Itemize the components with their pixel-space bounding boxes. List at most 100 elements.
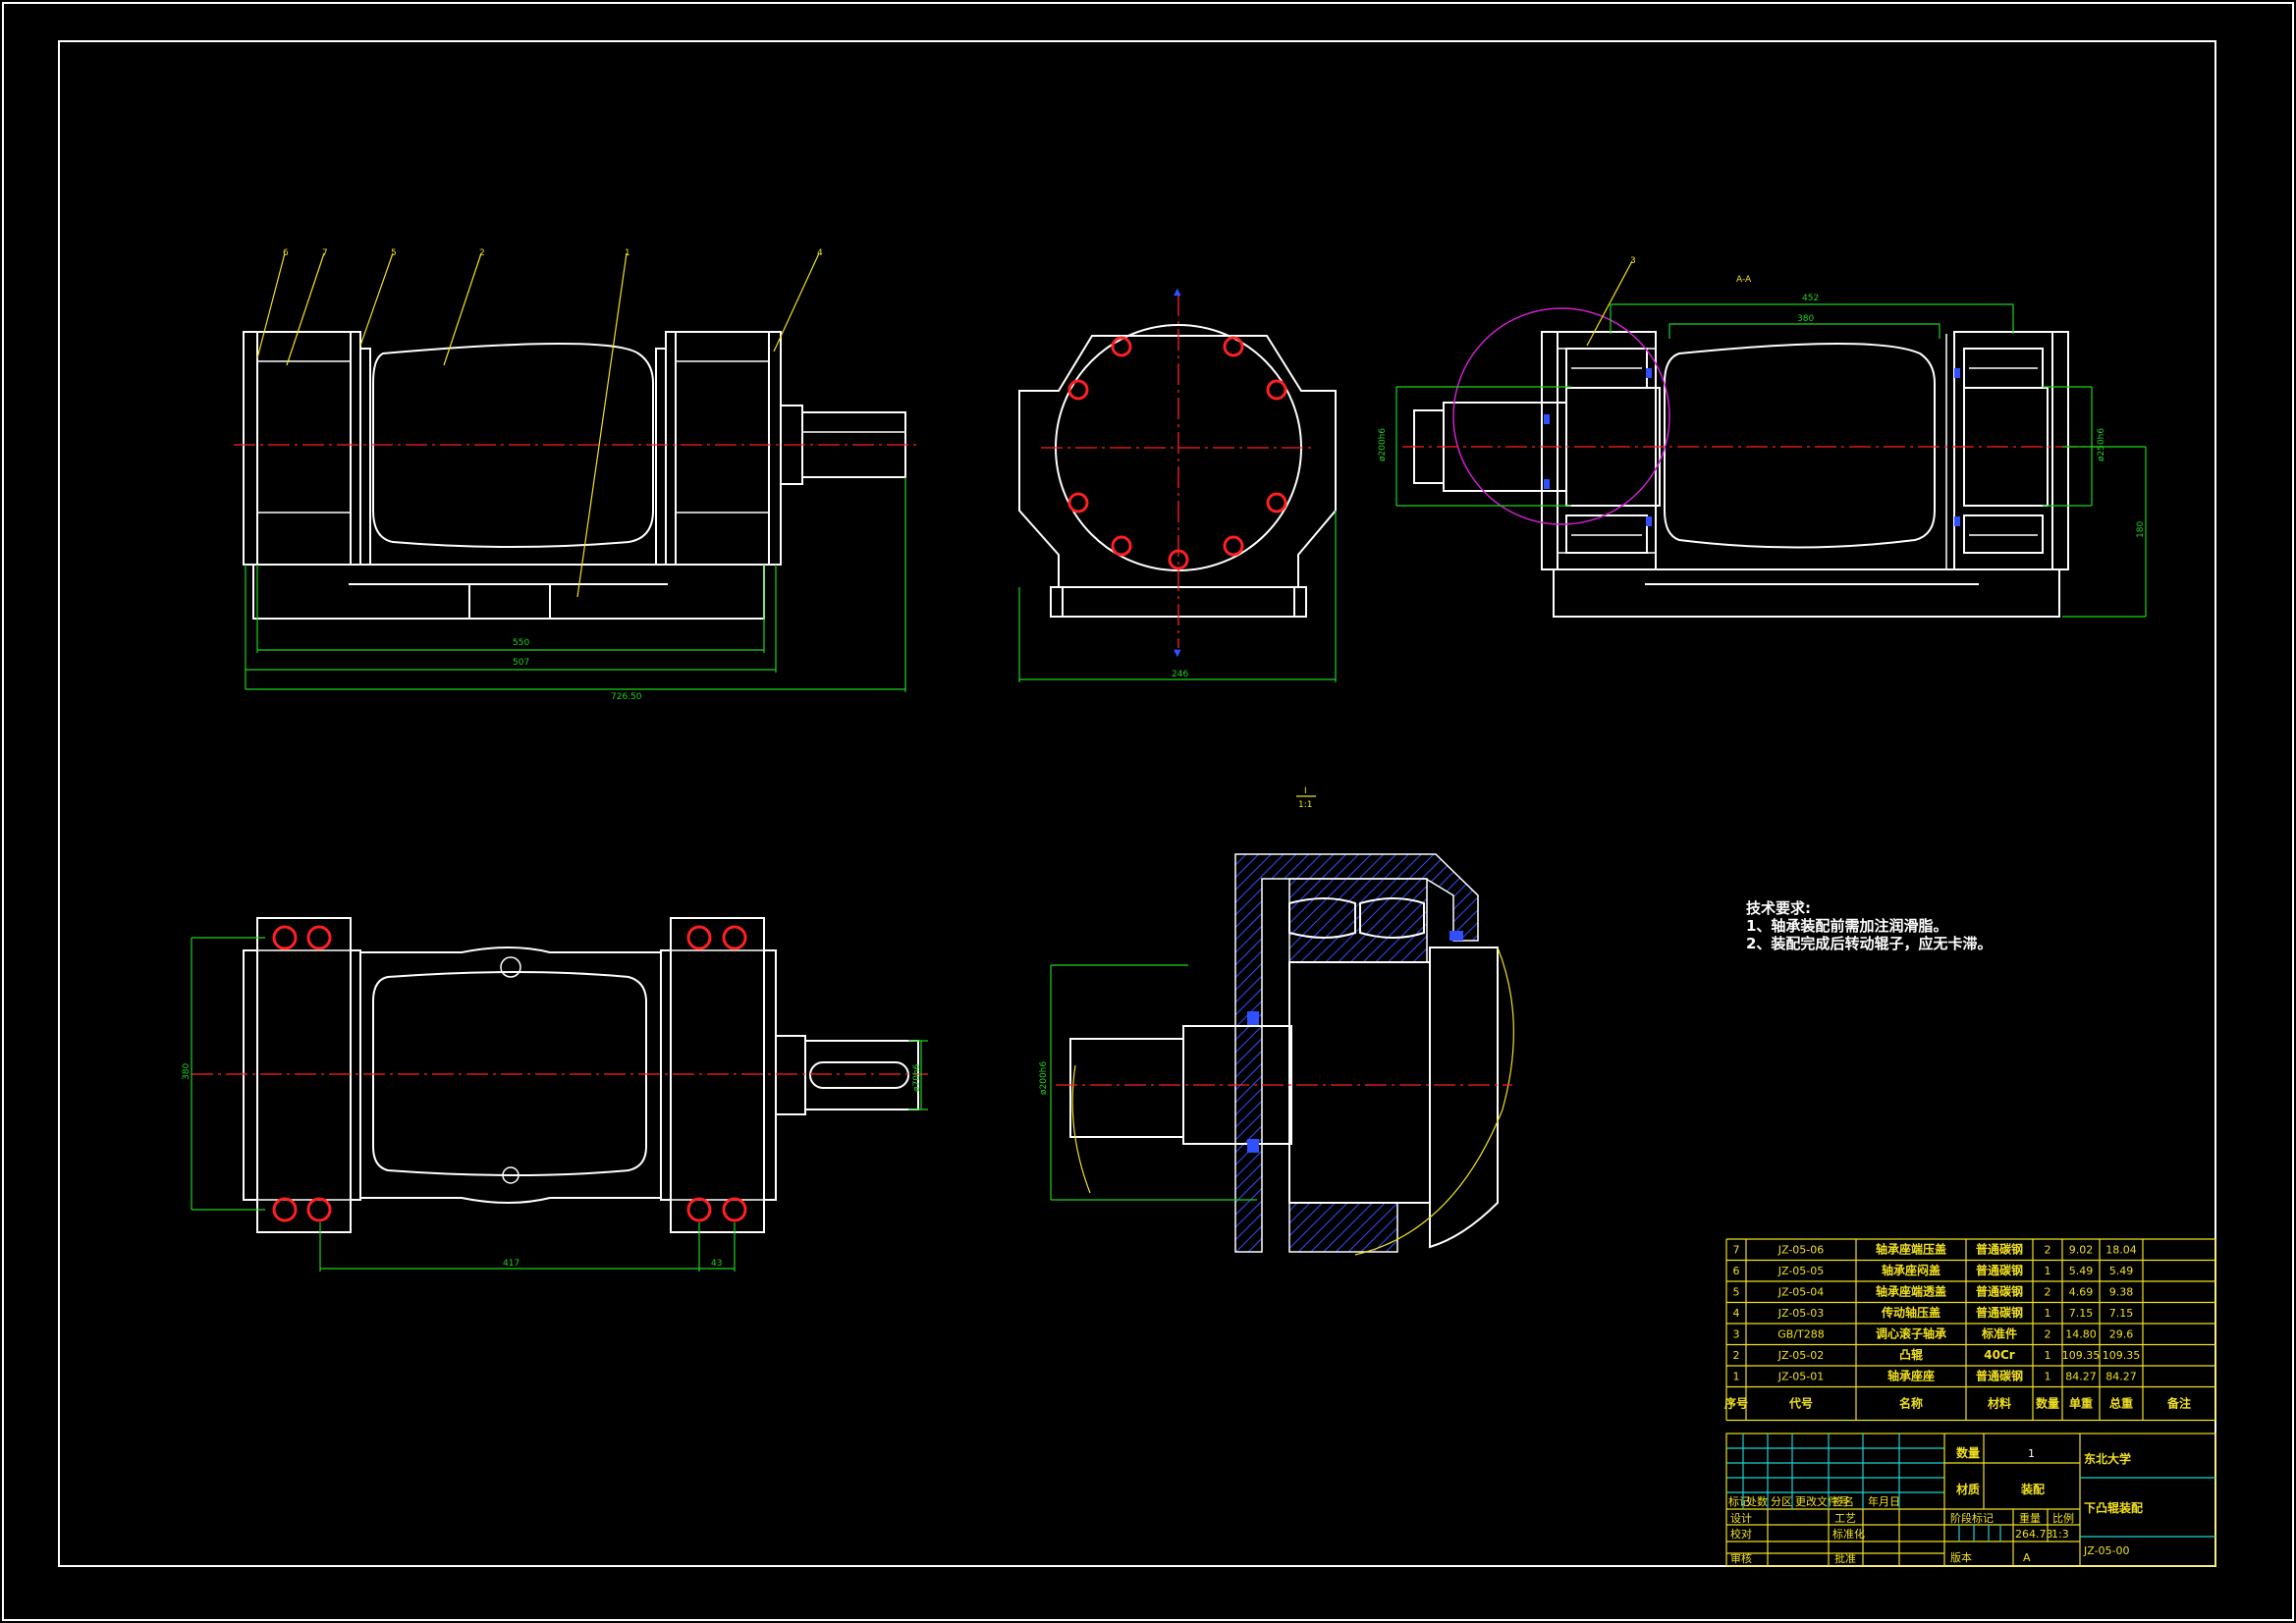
weight-label: 重量	[2019, 1511, 2041, 1525]
section-view: A-A	[1378, 256, 2147, 618]
table-cell: 1	[1733, 1371, 1740, 1383]
balloon-4: 4	[817, 248, 823, 258]
table-cell: 5.49	[2109, 1265, 2134, 1277]
table-cell: 2	[2045, 1286, 2051, 1299]
dim-246: 246	[1172, 670, 1188, 679]
notes-title: 技术要求:	[1746, 899, 1811, 917]
drawing-frame	[58, 40, 2216, 1567]
table-cell: 轴承座端透盖	[1876, 1284, 1946, 1299]
table-header-cell: 总重	[2109, 1396, 2133, 1411]
table-cell: GB/T288	[1777, 1328, 1825, 1341]
role-design: 设计	[1730, 1512, 1752, 1525]
table-cell: 29.6	[2109, 1328, 2134, 1341]
rev-zone: 分区	[1771, 1495, 1792, 1508]
role-standard: 标准化	[1832, 1527, 1865, 1541]
notes-line-2: 2、装配完成后转动辊子，应无卡滞。	[1746, 935, 1992, 952]
table-cell: 凸辊	[1899, 1347, 1923, 1362]
role-review: 审核	[1730, 1551, 1752, 1565]
table-cell: 9.38	[2109, 1286, 2134, 1299]
rev-sign: 签名	[1832, 1494, 1854, 1508]
role-approve: 批准	[1834, 1551, 1856, 1565]
section-arrow-top: ▲	[1174, 287, 1181, 298]
table-cell: 4	[1733, 1307, 1740, 1320]
table-cell: 普通碳钢	[1976, 1305, 2023, 1320]
table-cell: 6	[1733, 1265, 1740, 1277]
table-header-cell: 代号	[1788, 1396, 1813, 1411]
table-cell: 7.15	[2109, 1307, 2134, 1320]
table-header-cell: 材料	[1987, 1396, 2011, 1411]
table-cell: 40Cr	[1984, 1348, 2015, 1362]
table-cell: JZ-05-04	[1777, 1286, 1825, 1299]
table-cell: 普通碳钢	[1976, 1284, 2023, 1299]
table-header-cell: 序号	[1724, 1396, 1748, 1411]
table-cell: 2	[2045, 1328, 2051, 1341]
table-cell: JZ-05-03	[1777, 1307, 1825, 1320]
seal-marker	[1646, 516, 1652, 526]
dim-250h6: ø250h6	[2097, 428, 2106, 461]
plan-view: 380 417 43 ø70h6	[182, 917, 928, 1271]
detail-label-top: I	[1304, 786, 1307, 796]
table-cell: 14.80	[2065, 1328, 2097, 1341]
table-cell: 9.02	[2069, 1244, 2094, 1257]
table-cell: 2	[1733, 1349, 1740, 1362]
balloon-6: 6	[283, 248, 289, 258]
technical-notes: 技术要求: 1、轴承装配前需加注润滑脂。 2、装配完成后转动辊子，应无卡滞。	[1746, 899, 1992, 952]
dim-380-plan: 380	[182, 1063, 191, 1080]
drawing-name: 下凸辊装配	[2084, 1500, 2143, 1515]
section-arrow-bottom: ▼	[1174, 648, 1181, 659]
table-cell: 普通碳钢	[1976, 1242, 2023, 1257]
table-cell: 84.27	[2105, 1371, 2137, 1383]
role-process: 工艺	[1834, 1512, 1856, 1525]
balloon-5: 5	[391, 248, 397, 258]
detail-circle	[1452, 307, 1670, 525]
table-cell: 2	[2045, 1244, 2051, 1257]
table-cell: JZ-05-06	[1777, 1244, 1825, 1257]
table-cell: 3	[1733, 1328, 1740, 1341]
revision-grid	[1726, 1434, 1945, 1566]
table-cell: JZ-05-01	[1777, 1371, 1825, 1383]
dim-550: 550	[513, 638, 529, 648]
table-cell: 普通碳钢	[1976, 1369, 2023, 1383]
seal-marker	[1544, 414, 1550, 424]
table-cell: 调心滚子轴承	[1876, 1326, 1946, 1341]
table-cell: 1	[2045, 1265, 2051, 1277]
table-cell: 7.15	[2069, 1307, 2094, 1320]
table-cell: 传动轴压盖	[1881, 1305, 1941, 1320]
balloon-1: 1	[625, 248, 630, 258]
balloon-2: 2	[479, 248, 485, 258]
scale-value: 1:3	[2051, 1528, 2069, 1541]
table-cell: 7	[1733, 1244, 1740, 1257]
table-header-cell: 数量	[2036, 1396, 2059, 1411]
section-label: A-A	[1736, 275, 1752, 285]
table-cell: 5	[1733, 1286, 1740, 1299]
weight-value: 264.73	[2015, 1528, 2053, 1541]
plan-bolts	[272, 925, 747, 1222]
seal-marker	[1954, 516, 1960, 526]
table-cell: 轴承座端压盖	[1876, 1242, 1946, 1257]
table-cell: 普通碳钢	[1976, 1263, 2023, 1277]
table-cell: JZ-05-02	[1777, 1349, 1825, 1362]
rev-doc: 更改文件号	[1795, 1494, 1849, 1508]
material-label: 材质	[1955, 1482, 1980, 1496]
detail-view: I 1:1 ø200h6	[1039, 786, 1514, 1256]
table-cell: 109.35	[2103, 1349, 2141, 1362]
table-header-cell: 备注	[2166, 1396, 2191, 1411]
rev-mark: 标记	[1728, 1494, 1750, 1508]
table-cell: 标准件	[1981, 1326, 2017, 1341]
dim-417: 417	[503, 1259, 519, 1269]
bearing-section-bottom	[1288, 1202, 1398, 1253]
front-view: 6 7 5 2 1 4 550 507 726.50	[234, 248, 918, 702]
table-header-cell: 单重	[2069, 1396, 2093, 1411]
rev-date: 年月日	[1868, 1494, 1900, 1508]
title-block: 标记 处数 分区 更改文件号 签名 年月日 设计 校对 审核 工艺 标准化 批准…	[1725, 1433, 2216, 1567]
table-cell: 4.69	[2069, 1286, 2094, 1299]
stage-label: 阶段标记	[1950, 1511, 1994, 1525]
rev-count: 处数	[1746, 1495, 1768, 1508]
school-name: 东北大学	[2084, 1451, 2131, 1466]
table-header-cell: 名称	[1899, 1396, 1923, 1411]
table-cell: 轴承座座	[1887, 1369, 1935, 1383]
dim-43: 43	[711, 1259, 722, 1269]
table-cell: 1	[2045, 1349, 2051, 1362]
